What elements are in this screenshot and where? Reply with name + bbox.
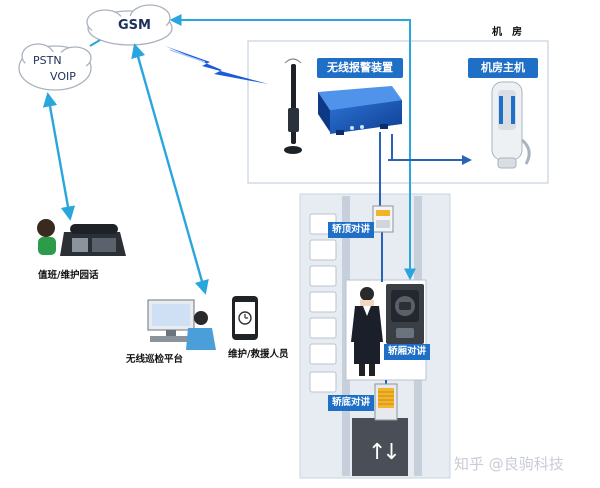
- direction-arrows: ↑↓: [368, 440, 401, 465]
- alarm-device-icon: [318, 63, 402, 135]
- car-top-label: 轿顶对讲: [328, 222, 374, 238]
- host-phone-icon: [491, 81, 531, 169]
- antenna-icon: [284, 58, 302, 154]
- link-pstn-gsm: [89, 39, 101, 47]
- link-pstn-duty: [42, 92, 76, 221]
- gsm-label: GSM: [118, 18, 151, 33]
- pit-label: 轿底对讲: [328, 395, 374, 411]
- link-gsm-car: [169, 14, 416, 281]
- car-top-intercom-icon: [372, 205, 394, 233]
- voip-label: VOIP: [50, 70, 76, 83]
- pstn-cloud: [18, 43, 92, 91]
- rescue-staff-label: 维护/救援人员: [228, 349, 289, 360]
- car-label: 轿厢对讲: [384, 344, 430, 360]
- elevator-pit: [352, 418, 408, 476]
- duty-phone-label: 值班/维护园话: [38, 270, 99, 281]
- duty-telephone-icon: [37, 219, 126, 256]
- watermark: 知乎 @良驹科技: [454, 455, 564, 473]
- car-intercom-icon: [386, 284, 424, 344]
- host-label: 机房主机: [468, 58, 538, 78]
- platform-label: 无线巡检平台: [126, 354, 184, 365]
- pstn-label: PSTN: [33, 54, 62, 67]
- alarm-device-label: 无线报警装置: [317, 58, 403, 78]
- link-gsm-rescue: [131, 43, 209, 295]
- pit-intercom-icon: [374, 383, 398, 421]
- gsm-cloud: [86, 4, 173, 46]
- inspection-platform-icon: [147, 299, 216, 350]
- smartphone-icon: [232, 296, 258, 340]
- machine-room-title: 机 房: [492, 27, 522, 38]
- attendant-figure-icon: [351, 287, 383, 376]
